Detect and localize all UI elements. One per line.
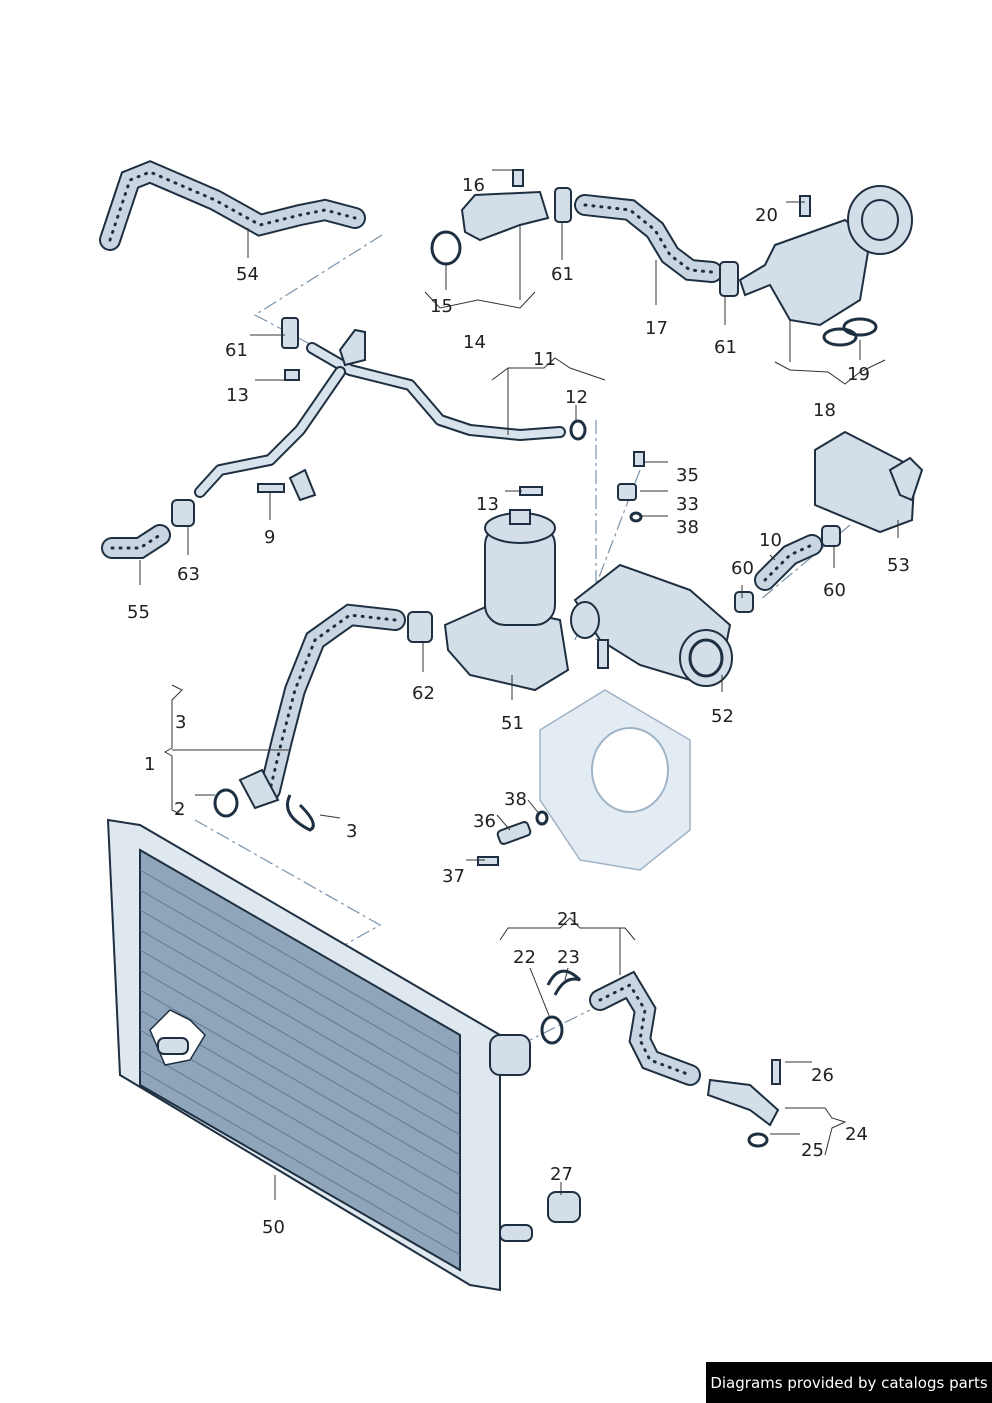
callout-36: 36	[473, 811, 496, 832]
engine-block-section	[539, 689, 691, 871]
callout-17: 17	[645, 318, 668, 339]
attribution-footer: Diagrams provided by catalogs parts	[706, 1362, 992, 1403]
callout-61: 61	[551, 264, 574, 285]
callout-60: 60	[823, 580, 846, 601]
callout-20: 20	[755, 205, 778, 226]
callout-37: 37	[442, 866, 465, 887]
hose-55	[101, 499, 195, 559]
coolant-pipe-11	[194, 317, 587, 502]
callout-27: 27	[550, 1164, 573, 1185]
coolant-pump-52	[570, 563, 733, 687]
callout-19: 19	[847, 364, 870, 385]
thermostat-housing-18	[738, 185, 913, 347]
callout-61: 61	[225, 340, 248, 361]
callout-33: 33	[676, 494, 699, 515]
callout-1: 1	[144, 754, 155, 775]
callout-61: 61	[714, 337, 737, 358]
callout-11: 11	[533, 349, 556, 370]
hose-21	[540, 969, 701, 1086]
sensor-33	[617, 451, 645, 523]
callout-3: 3	[346, 821, 357, 842]
callout-63: 63	[177, 564, 200, 585]
connector-24	[706, 1059, 781, 1148]
callout-labels: 54 16 15 14 61 17 20 61 19 18 61 13 11 1…	[127, 175, 910, 1238]
callout-50: 50	[262, 1217, 285, 1238]
callout-35: 35	[676, 465, 699, 486]
callout-18: 18	[813, 400, 836, 421]
callout-52: 52	[711, 706, 734, 727]
callout-15: 15	[430, 296, 453, 317]
callout-13: 13	[226, 385, 249, 406]
callout-25: 25	[801, 1140, 824, 1161]
callout-10: 10	[759, 530, 782, 551]
oil-cooler-53	[814, 430, 924, 534]
callout-12: 12	[565, 387, 588, 408]
attribution-text: Diagrams provided by catalogs parts	[710, 1373, 988, 1392]
hose-1	[213, 603, 433, 832]
callout-9: 9	[264, 527, 275, 548]
callout-23: 23	[557, 947, 580, 968]
callout-14: 14	[463, 332, 486, 353]
oil-filter-housing-51	[443, 509, 570, 692]
radiator-50	[106, 818, 533, 1292]
pipe-elbow-14	[430, 169, 572, 266]
callout-21: 21	[557, 909, 580, 930]
sensor-36	[477, 810, 549, 866]
callout-38: 38	[676, 517, 699, 538]
callout-62: 62	[412, 683, 435, 704]
callout-13: 13	[476, 494, 499, 515]
callout-55: 55	[127, 602, 150, 623]
hose-54	[99, 160, 366, 251]
callout-38: 38	[504, 789, 527, 810]
callout-2: 2	[174, 799, 185, 820]
hose-17	[574, 194, 739, 297]
leader-lines	[139, 169, 899, 1200]
hose-10	[734, 525, 841, 613]
callout-3: 3	[175, 712, 186, 733]
callout-22: 22	[513, 947, 536, 968]
callout-60: 60	[731, 558, 754, 579]
callout-51: 51	[501, 713, 524, 734]
callout-53: 53	[887, 555, 910, 576]
callout-26: 26	[811, 1065, 834, 1086]
callout-24: 24	[845, 1124, 868, 1145]
callout-16: 16	[462, 175, 485, 196]
callout-54: 54	[236, 264, 259, 285]
sleeve-27	[547, 1191, 581, 1223]
